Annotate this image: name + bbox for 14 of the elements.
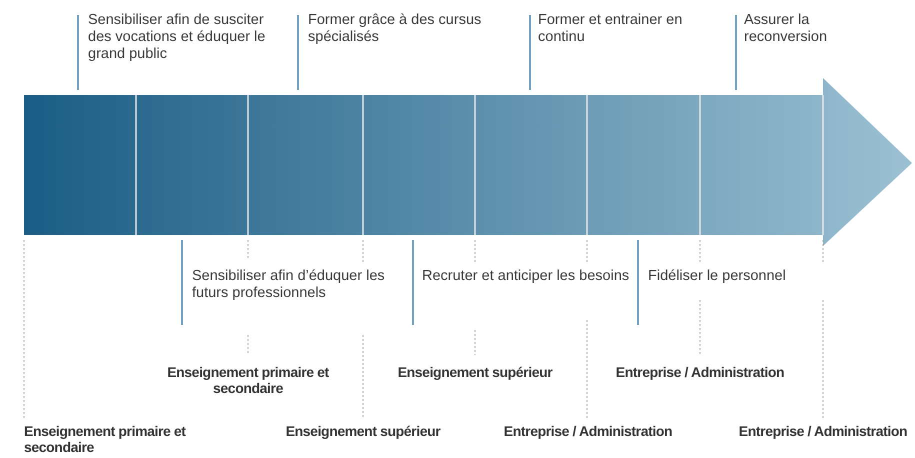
stage-description: Sensibiliser afin de susciter des vocations et éduquer le grand public: [88, 12, 266, 63]
stage-description: Fidéliser le personnel: [648, 268, 787, 285]
stage-description: Assurer la reconversion: [744, 12, 828, 46]
sector-label: Entreprise / Administration: [738, 423, 908, 439]
sector-label: Enseignement primaire et secondaire: [24, 423, 187, 455]
sector-label: Enseignement supérieur: [396, 364, 554, 380]
sector-label: Entreprise / Administration: [502, 423, 674, 439]
sector-label: Enseignement primaire et secondaire: [166, 364, 330, 396]
sector-label: Entreprise / Administration: [614, 364, 786, 380]
stage-description: Sensibiliser afin d’éduquer les futurs professionnels: [192, 268, 386, 302]
sector-label: Enseignement supérieur: [284, 423, 442, 439]
stage-description: Recruter et anticiper les besoins: [422, 268, 630, 285]
stage-description: Former grâce à des cursus spécialisés: [308, 12, 482, 46]
stage-description: Former et entrainer en continu: [538, 12, 684, 46]
